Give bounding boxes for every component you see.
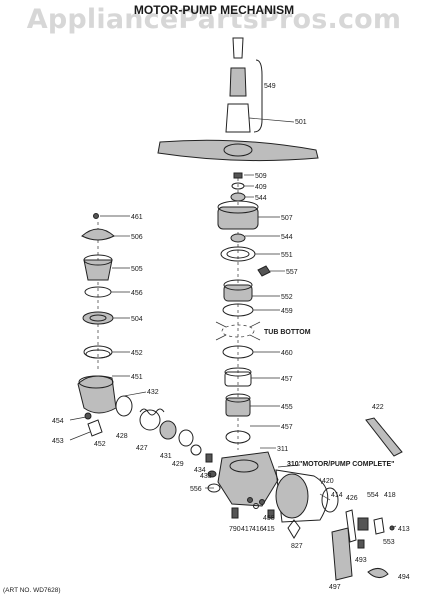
label-431: 431 [160, 453, 172, 460]
bracket-549 [253, 59, 263, 133]
part-431-ring[interactable] [178, 429, 194, 447]
label-461: 461 [131, 214, 143, 221]
label-452-lower: 452 [94, 441, 106, 448]
label-tub-bottom: TUB BOTTOM [264, 329, 311, 336]
part-428-spring[interactable] [139, 408, 165, 431]
part-429-washer[interactable] [190, 444, 202, 456]
label-454: 454 [52, 418, 64, 425]
part-457-collar[interactable] [224, 367, 252, 387]
part-427-seal[interactable] [159, 420, 177, 440]
label-417: 417 [241, 526, 253, 533]
part-457-collar-lower[interactable] [225, 430, 251, 444]
label-544: 544 [255, 195, 267, 202]
label-554: 554 [367, 492, 379, 499]
part-549-spray-tower[interactable] [225, 37, 251, 133]
part-433-nut[interactable] [207, 470, 217, 478]
label-506: 506 [131, 234, 143, 241]
label-451: 451 [131, 374, 143, 381]
label-433: 433 [200, 473, 212, 480]
part-418-switch[interactable] [373, 517, 385, 535]
part-454-clamp[interactable] [84, 412, 92, 420]
label-509: 509 [255, 173, 267, 180]
label-311: 311 [277, 446, 288, 453]
part-554-switch[interactable] [357, 517, 369, 531]
label-457-lower: 457 [281, 424, 293, 431]
label-429: 429 [172, 461, 184, 468]
label-556: 556 [190, 486, 202, 493]
label-557: 557 [286, 269, 298, 276]
art-number: (ART NO. WD7628) [3, 587, 61, 594]
part-507-impeller[interactable] [217, 200, 259, 230]
page-title: MOTOR-PUMP MECHANISM [133, 3, 295, 17]
label-507: 507 [281, 215, 293, 222]
label-409: 409 [255, 184, 267, 191]
label-544-lower: 544 [281, 234, 293, 241]
part-451-pump-housing[interactable] [77, 375, 117, 414]
label-452: 452 [131, 350, 143, 357]
label-455: 455 [281, 404, 293, 411]
label-553: 553 [383, 539, 395, 546]
part-505-cup[interactable] [83, 254, 113, 281]
part-544-nut[interactable] [230, 192, 246, 202]
label-415: 415 [263, 526, 275, 533]
label-456: 456 [131, 290, 143, 297]
label-434: 434 [194, 467, 206, 474]
label-458: 458 [263, 515, 275, 522]
part-311-pump-base[interactable] [217, 451, 279, 507]
label-453: 453 [52, 438, 64, 445]
label-549: 549 [264, 83, 276, 90]
label-432: 432 [147, 389, 159, 396]
part-434-bolt[interactable] [205, 453, 213, 463]
part-553-mount-plate[interactable] [331, 527, 353, 581]
part-458-spacer[interactable] [267, 509, 275, 519]
part-453-hose-fitting[interactable] [87, 419, 103, 437]
part-557-clip[interactable] [257, 265, 271, 277]
label-501: 501 [295, 119, 307, 126]
label-551: 551 [281, 252, 293, 259]
part-452-clamp-lower[interactable] [115, 395, 133, 417]
part-544-nut-lower[interactable] [230, 233, 246, 243]
label-460: 460 [281, 350, 293, 357]
part-420-motor[interactable] [275, 469, 339, 523]
part-422-bracket[interactable] [365, 417, 403, 457]
part-493-clip[interactable] [357, 539, 365, 549]
leader-lines [69, 117, 397, 529]
part-501-spray-arm[interactable] [157, 139, 319, 162]
tub-bottom-marker [215, 321, 261, 341]
label-422: 422 [372, 404, 384, 411]
label-426: 426 [346, 495, 358, 502]
part-494-cover[interactable] [367, 568, 389, 578]
label-428: 428 [116, 433, 128, 440]
part-509-screw[interactable] [233, 172, 243, 179]
part-455-filter[interactable] [225, 393, 251, 417]
label-497: 497 [329, 584, 341, 591]
label-493: 493 [355, 557, 367, 564]
label-457: 457 [281, 376, 293, 383]
label-414: 414 [331, 492, 343, 499]
label-505: 505 [131, 266, 143, 273]
label-552: 552 [281, 294, 293, 301]
part-827-mount[interactable] [287, 519, 301, 539]
label-418: 418 [384, 492, 396, 499]
label-427: 427 [136, 445, 148, 452]
part-labels: 549 501 509 409 544 461 507 506 544 551 … [52, 83, 410, 591]
part-504-gasket[interactable] [82, 311, 114, 325]
label-motor-pump-complete: "MOTOR/PUMP COMPLETE" [299, 461, 394, 468]
part-506-cap[interactable] [81, 228, 115, 241]
label-420: 420 [322, 478, 334, 485]
label-504: 504 [131, 316, 143, 323]
label-413: 413 [398, 526, 410, 533]
part-417-416-415-hardware[interactable] [247, 497, 265, 509]
label-310: 310 [287, 461, 299, 468]
part-552-seal-housing[interactable] [223, 279, 253, 302]
label-494: 494 [398, 574, 410, 581]
label-459: 459 [281, 308, 293, 315]
label-827: 827 [291, 543, 303, 550]
part-461-screw[interactable] [93, 213, 99, 219]
part-790-clip[interactable] [231, 507, 239, 519]
label-790: 790 [229, 526, 241, 533]
label-416: 416 [252, 526, 264, 533]
